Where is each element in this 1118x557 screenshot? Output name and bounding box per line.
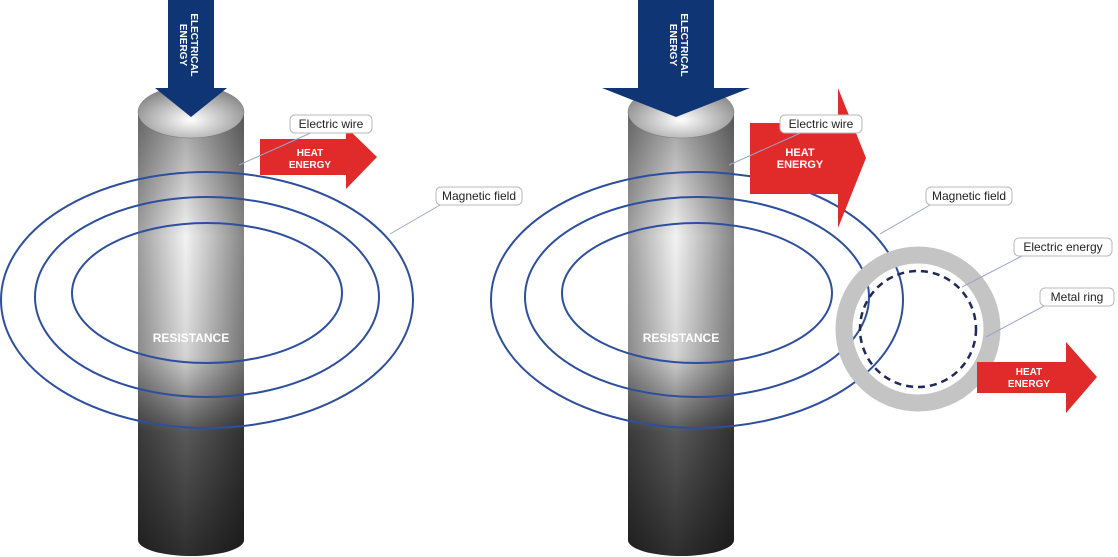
left-resistance-label: RESISTANCE [153,331,229,345]
right-wire-callout: Electric wire [779,114,863,134]
field-line-middle [524,196,870,398]
right-energy-label: ELECTRICALENERGY [667,13,689,76]
right-magnetic-field [490,171,904,429]
left-field-leader [389,204,441,235]
left-wire-callout: Electric wire [289,114,373,134]
left-field-callout: Magnetic field [435,186,523,206]
right-field-label: Magnetic field [932,189,1006,203]
left-magnetic-field [0,171,414,429]
svg-text:ELECTRICALENERGY: ELECTRICALENERGY [667,13,689,76]
right-field-leader [879,204,931,235]
left-wire-cylinder [137,85,245,556]
field-line-middle [34,196,380,398]
metal-ring-callout: Metal ring [1039,287,1115,307]
metal-ring-label: Metal ring [1051,290,1104,304]
right-resistance-label: RESISTANCE [643,331,719,345]
right-wire-label: Electric wire [789,117,854,131]
electric-energy-callout: Electric energy [1013,237,1113,257]
right-field-callout: Magnetic field [925,186,1013,206]
electric-energy-label: Electric energy [1023,240,1102,254]
induced-current-path [858,269,978,389]
field-line-inner [71,222,343,364]
left-field-label: Magnetic field [442,189,516,203]
right-energy-arrow: ELECTRICALENERGY [602,0,750,117]
svg-text:ELECTRICALENERGY: ELECTRICALENERGY [177,13,199,76]
left-energy-arrow: ELECTRICALENERGY [155,0,227,117]
left-wire-label: Electric wire [299,117,364,131]
electric-energy-leader [961,255,1023,288]
field-line-outer [490,171,904,429]
right-wire-leader [728,130,806,166]
metal-ring-leader [985,305,1045,338]
field-line-inner [561,222,833,364]
right-wire-cylinder [627,85,735,556]
left-wire-leader [238,130,316,166]
field-line-outer [0,171,414,429]
metal-ring [835,246,1001,412]
left-energy-label: ELECTRICALENERGY [177,13,199,76]
